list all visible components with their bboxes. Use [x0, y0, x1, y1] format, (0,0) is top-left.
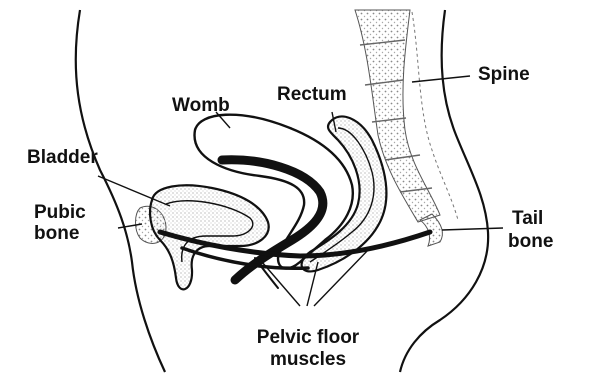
body-front-outline — [76, 10, 165, 372]
tail-leader — [442, 228, 503, 230]
label-bladder: Bladder — [27, 147, 98, 168]
spine-leader — [412, 76, 470, 82]
label-tail-line2: bone — [508, 231, 553, 252]
label-pubic-line1: Pubic — [34, 202, 86, 223]
label-pelvic-line2: muscles — [218, 349, 398, 370]
label-pubic-line2: bone — [34, 223, 79, 244]
label-spine: Spine — [478, 64, 530, 85]
label-pelvic-line1: Pelvic floor — [218, 327, 398, 348]
label-womb: Womb — [172, 95, 230, 116]
bladder — [150, 185, 269, 289]
label-rectum: Rectum — [277, 84, 347, 105]
label-tail-line1: Tail — [512, 208, 543, 229]
